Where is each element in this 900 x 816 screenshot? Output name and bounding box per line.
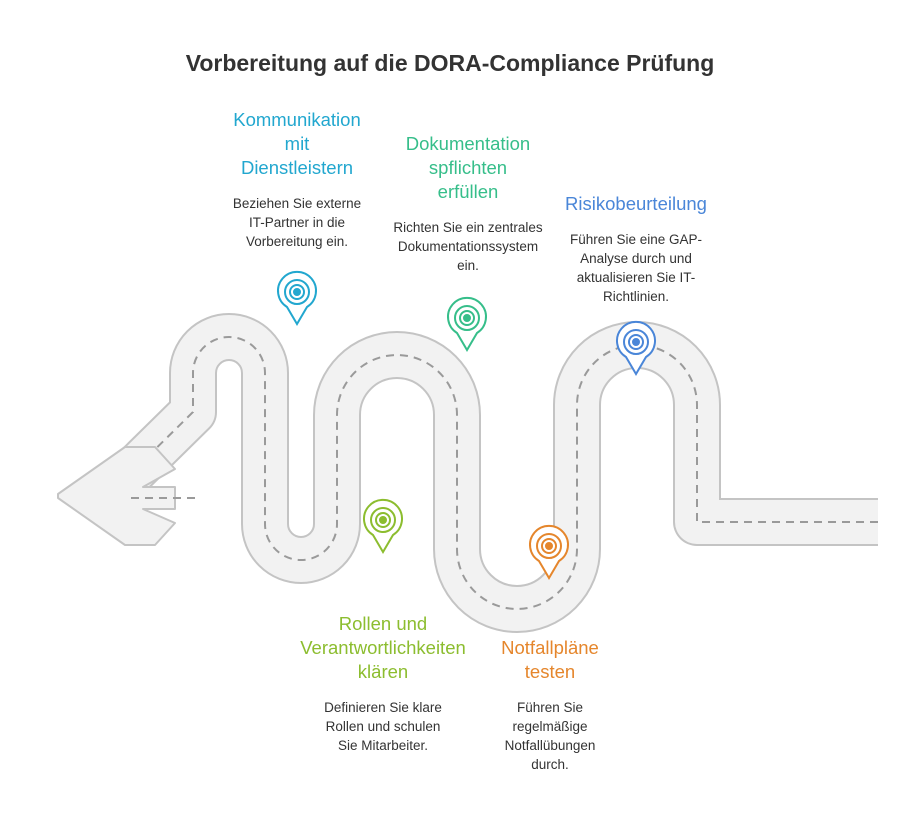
target-pin-icon <box>616 320 656 376</box>
step-heading-line: Verantwortlichkeiten <box>300 637 466 658</box>
step-description-line: Notfallübungen <box>504 738 596 753</box>
step-description-line: Richten Sie ein zentrales <box>393 220 543 235</box>
step-description-line: Führen Sie eine GAP- <box>569 232 703 247</box>
step-heading: Dokumentation spflichten erfüllen <box>378 132 558 204</box>
step-description-line: Richtlinien. <box>602 289 670 304</box>
step-heading-line: klären <box>357 661 409 682</box>
step-heading-line: Rollen und <box>338 613 428 634</box>
step-description-line: Definieren Sie klare <box>324 700 442 715</box>
step-description-line: ein. <box>457 258 479 273</box>
step-heading-line: testen <box>524 661 576 682</box>
step-heading-line: Dokumentation <box>405 133 531 154</box>
target-pin-icon <box>277 270 317 326</box>
step-heading-line: Risikobeurteilung <box>565 193 707 214</box>
step-description-line: aktualisieren Sie IT- <box>576 270 696 285</box>
step-heading-line: mit <box>284 133 310 154</box>
step-heading-line: Dienstleistern <box>240 157 354 178</box>
step-heading-line: Notfallpläne <box>501 637 599 658</box>
step-description-line: Beziehen Sie externe <box>232 196 362 211</box>
step-description-line: Rollen und schulen <box>325 719 441 734</box>
step-description-line: Führen Sie <box>516 700 584 715</box>
step-description-line: durch. <box>531 757 569 772</box>
arrow-head-icon <box>57 446 176 546</box>
step-heading: Notfallpläne testen <box>480 636 620 684</box>
step-description-line: IT-Partner in die <box>248 215 346 230</box>
step-description-line: Analyse durch und <box>580 251 692 266</box>
step-description-line: Vorbereitung ein. <box>245 234 349 249</box>
step-heading-line: erfüllen <box>437 181 499 202</box>
step-heading: Risikobeurteilung <box>551 192 721 216</box>
step-heading-line: spflichten <box>428 157 508 178</box>
step-description-line: Dokumentationssystem <box>397 239 539 254</box>
step-description-line: regelmäßige <box>512 719 588 734</box>
step-heading-line: Kommunikation <box>233 109 361 130</box>
step-description: Führen Sie eine GAP- Analyse durch und akt… <box>551 230 721 306</box>
target-pin-icon <box>447 296 487 352</box>
page-title: Vorbereitung auf die DORA-Compliance Prü… <box>185 50 715 76</box>
target-pin-icon <box>363 498 403 554</box>
step-description-line: Sie Mitarbeiter. <box>337 738 429 753</box>
target-pin-icon <box>529 524 569 580</box>
